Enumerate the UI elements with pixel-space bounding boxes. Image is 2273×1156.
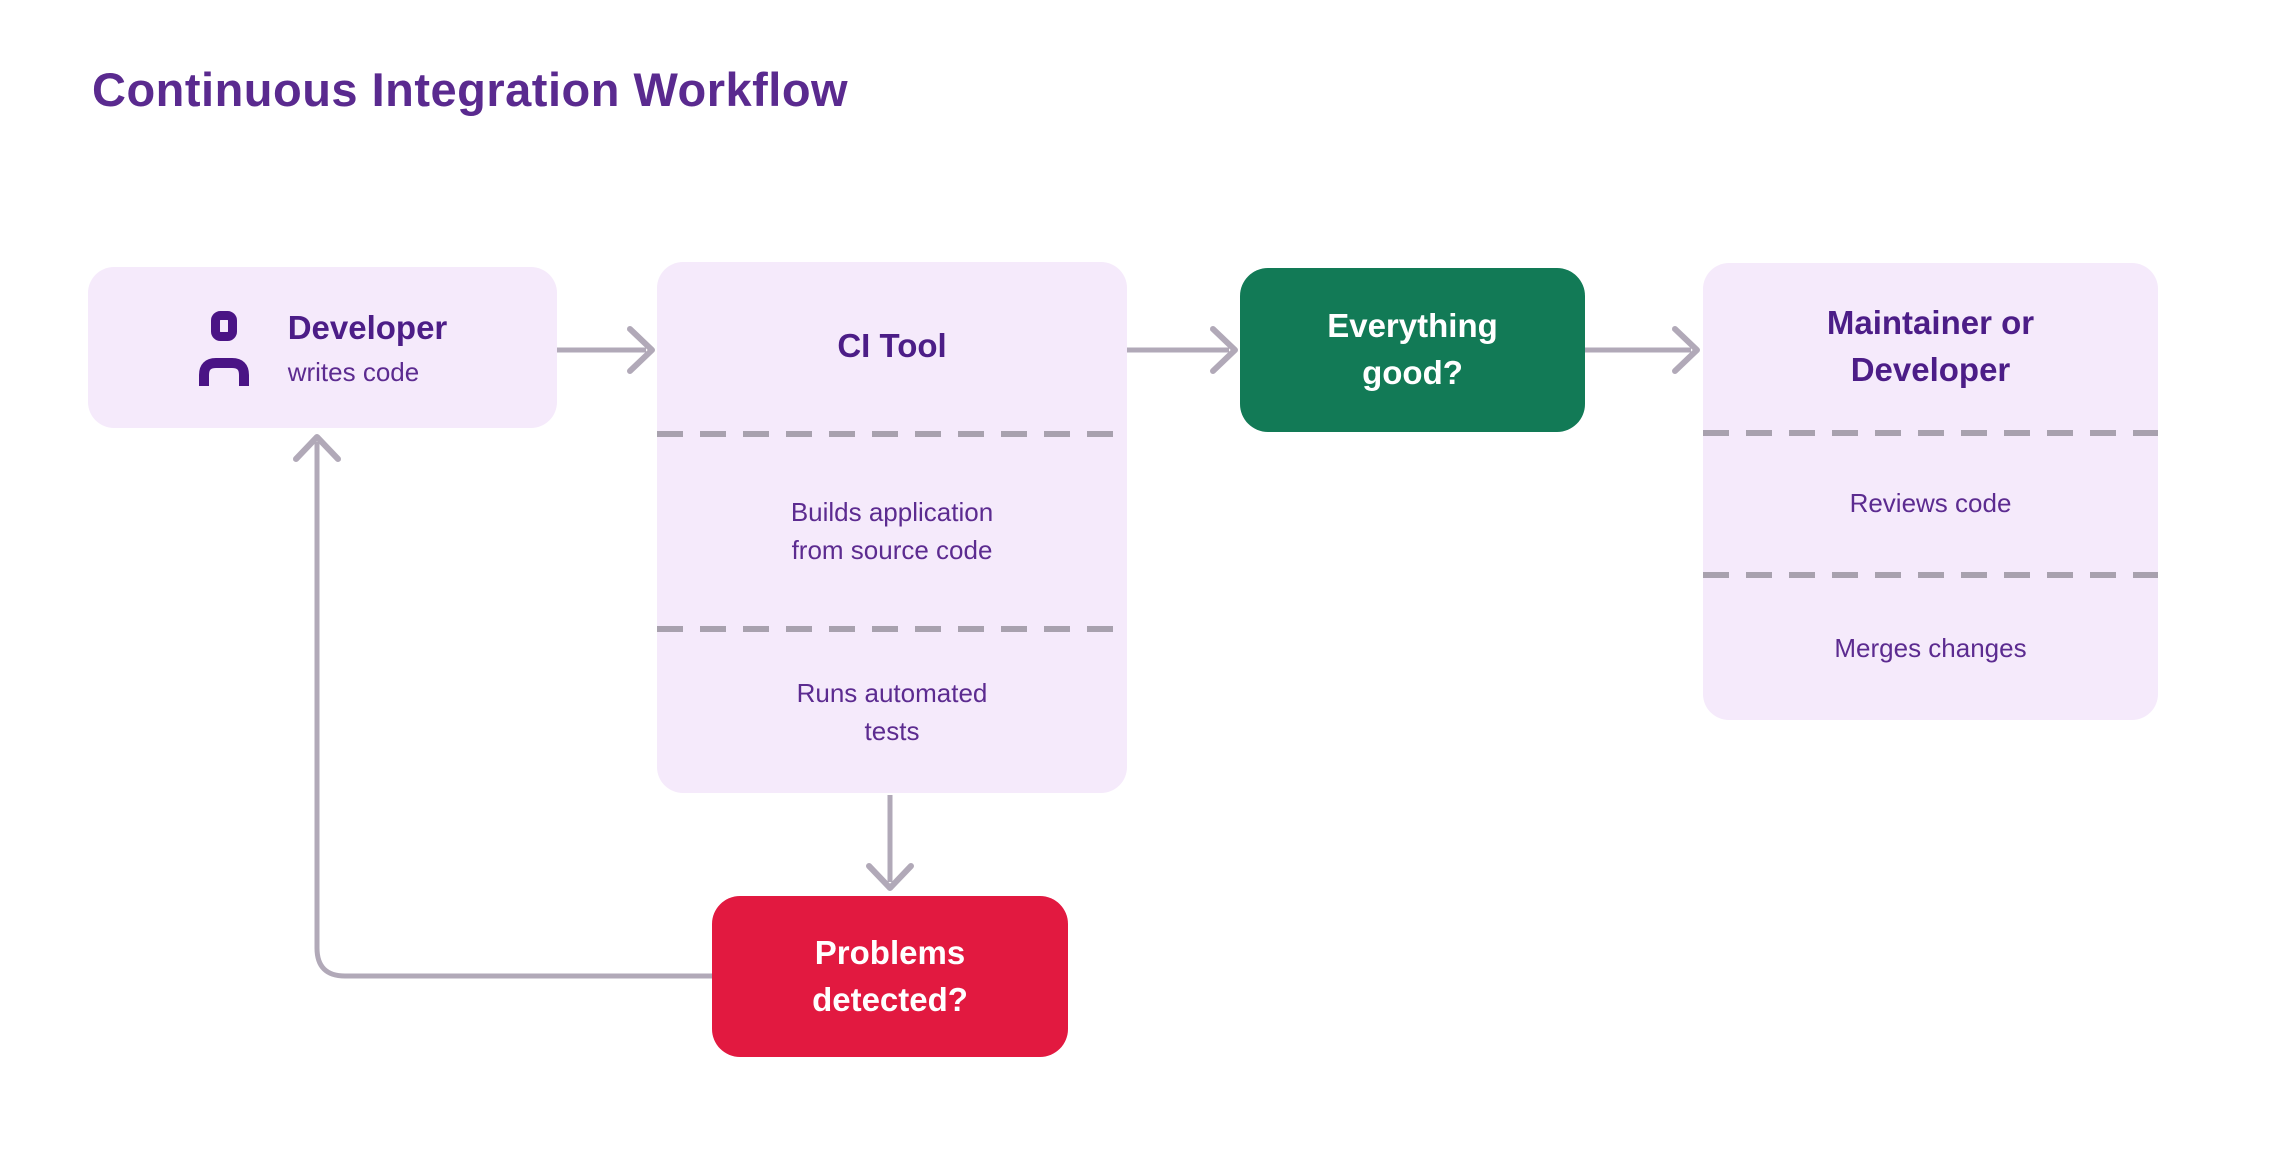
arrow-ci-tool-to-problems-detected-head [866, 863, 914, 891]
everything-good-line-1: Everything [1327, 307, 1498, 345]
node-maintainer: Maintainer or Developer Reviews code Mer… [1703, 263, 2158, 720]
maintainer-title-line-1: Maintainer or [1826, 304, 2035, 342]
ci-step-build-line-1: Builds application [790, 496, 994, 527]
dashed-divider [657, 626, 1127, 632]
dashed-divider [1703, 430, 2158, 436]
problems-detected-line-2: detected? [812, 980, 968, 1018]
maintainer-step-merges: Merges changes [1834, 633, 2027, 664]
dashed-divider [657, 431, 1127, 437]
node-developer: Developer writes code [88, 267, 557, 428]
dashed-divider [1703, 572, 2158, 578]
arrow-developer-to-ci-tool-head [627, 326, 655, 374]
ci-step-test-line-1: Runs automated [796, 677, 988, 708]
node-everything-good: Everything good? [1240, 268, 1585, 432]
developer-title: Developer [287, 308, 448, 346]
node-problems-detected: Problems detected? [712, 896, 1068, 1057]
maintainer-title-line-2: Developer [1850, 350, 2011, 388]
person-icon [198, 310, 249, 386]
arrow-everything-good-to-maintainer-head [1672, 326, 1700, 374]
developer-subtitle: writes code [287, 357, 420, 388]
arrow-ci-tool-to-everything-good-head [1210, 326, 1238, 374]
arrow-problems-detected-to-developer [314, 442, 712, 979]
problems-detected-line-1: Problems [814, 933, 966, 971]
ci-tool-title: CI Tool [837, 327, 947, 365]
maintainer-step-reviews: Reviews code [1849, 488, 2012, 519]
arrow-problems-detected-to-developer-head [293, 434, 341, 462]
ci-step-build-line-2: from source code [791, 534, 993, 565]
diagram-title: Continuous Integration Workflow [92, 63, 849, 116]
everything-good-line-2: good? [1362, 354, 1463, 391]
ci-step-test-line-2: tests [864, 715, 920, 746]
node-ci-tool: CI Tool Builds application from source c… [657, 262, 1127, 793]
